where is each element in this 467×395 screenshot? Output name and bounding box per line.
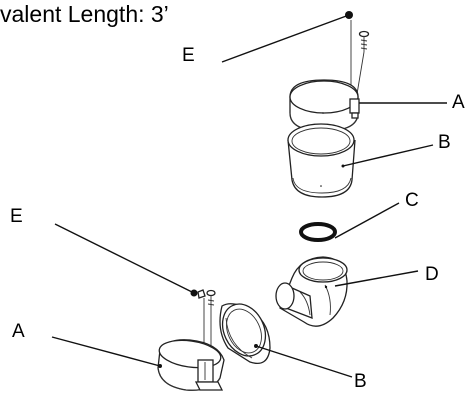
elbow-d	[275, 256, 348, 327]
leader-lines	[51, 14, 447, 378]
band-b-bottom	[219, 303, 271, 365]
clamp-a-left	[157, 339, 225, 391]
band-b-top	[287, 123, 356, 198]
label-b-bottom: B	[354, 371, 367, 392]
leader-b-top	[342, 144, 434, 167]
label-d: D	[425, 264, 439, 285]
leader-e-left	[54, 223, 195, 294]
leader-d	[334, 270, 419, 287]
leader-c	[334, 202, 400, 239]
label-b-top: B	[438, 132, 451, 153]
diagram-title: valent Length: 3’	[0, 1, 169, 27]
clamp-a-top	[289, 79, 360, 132]
o-ring-c	[299, 222, 337, 242]
label-a-top: A	[452, 92, 465, 113]
leader-e-top	[221, 14, 350, 63]
screw-e-left	[190, 289, 216, 360]
leader-a-left	[51, 336, 161, 367]
label-e-left: E	[10, 206, 23, 227]
label-a-left: A	[12, 321, 25, 342]
leader-b-bottom	[255, 345, 353, 378]
label-c: C	[405, 190, 419, 211]
label-e-top: E	[182, 45, 195, 66]
